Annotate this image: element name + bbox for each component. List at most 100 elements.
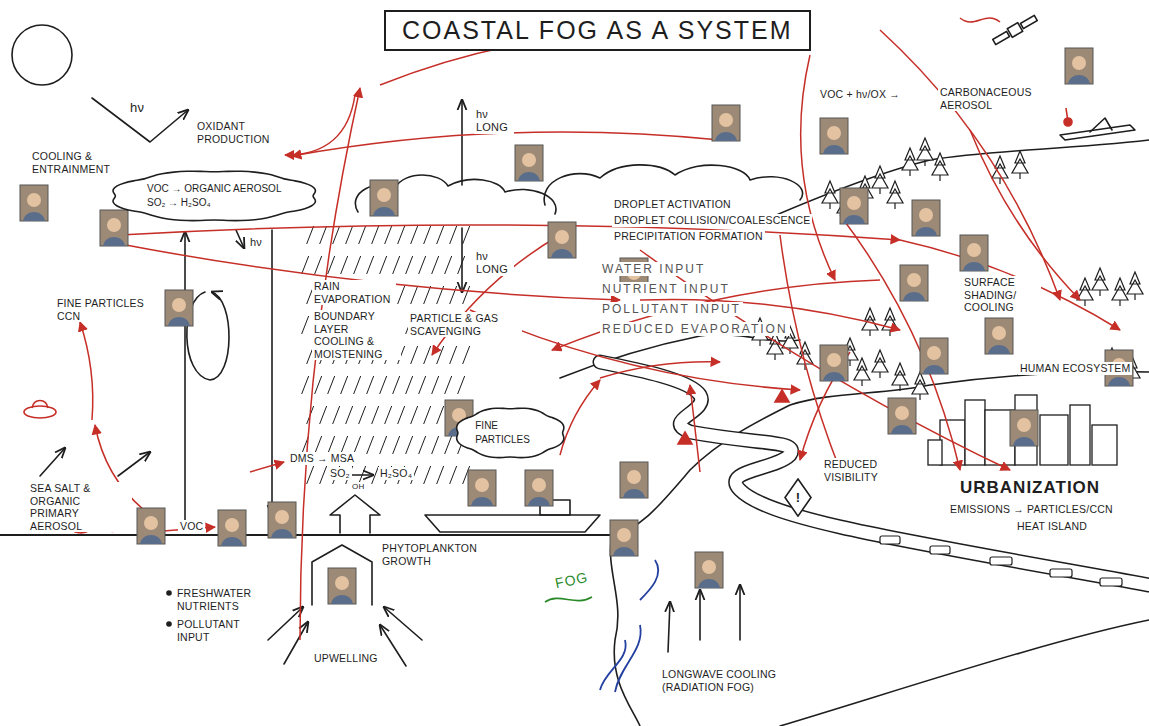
rain-streaks bbox=[333, 406, 340, 424]
satellite bbox=[993, 31, 1010, 44]
portrait-photo bbox=[1013, 437, 1035, 446]
rain-streaks bbox=[341, 376, 348, 394]
sketch-label: HEAT ISLAND bbox=[1015, 520, 1089, 533]
portrait-photo bbox=[165, 290, 193, 326]
rain-streaks bbox=[385, 406, 392, 424]
portrait-photo bbox=[840, 188, 868, 224]
sketch-label: URBANIZATION bbox=[958, 478, 1102, 498]
sketch-label: FRESHWATER NUTRIENTS bbox=[175, 587, 264, 612]
sketch-label: FOG bbox=[552, 568, 592, 592]
tree-symbols bbox=[752, 138, 1143, 400]
portrait-photo bbox=[900, 265, 928, 301]
influence-arrows bbox=[900, 240, 1120, 330]
portrait-photo bbox=[967, 243, 981, 257]
tree-symbols bbox=[882, 308, 898, 336]
influence-arrows bbox=[600, 362, 720, 378]
rain-streaks bbox=[341, 256, 348, 274]
sketch-label: OH bbox=[350, 482, 366, 492]
portrait-photo bbox=[275, 510, 289, 524]
rain-streaks bbox=[302, 376, 309, 394]
node-text-group: VOC → ORGANIC AEROSOLSO₂ → H₂SO₄ bbox=[147, 182, 281, 209]
rain-streaks bbox=[354, 376, 361, 394]
portrait-photo bbox=[919, 208, 933, 222]
water-waves bbox=[600, 560, 658, 692]
sketch-label: PARTICLE & GAS SCAVENGING bbox=[408, 312, 522, 337]
portrait-photo bbox=[923, 365, 945, 374]
title-box: COASTAL FOG AS A SYSTEM bbox=[384, 10, 811, 51]
node-border bbox=[457, 408, 564, 457]
portrait-photo bbox=[168, 317, 190, 326]
portrait-photo bbox=[268, 502, 296, 538]
tree-symbols bbox=[1092, 268, 1108, 296]
ocean-surface bbox=[0, 534, 612, 536]
influence-arrows bbox=[552, 280, 880, 350]
sketch-label: H₂SO₄ bbox=[378, 467, 414, 480]
portrait-photo bbox=[218, 510, 246, 546]
portrait-photo bbox=[985, 318, 1013, 354]
rain-streaks bbox=[463, 226, 470, 244]
red-marks bbox=[24, 406, 56, 418]
rain-streaks bbox=[398, 406, 405, 424]
rain-streaks bbox=[424, 406, 431, 424]
portrait-photo bbox=[900, 265, 928, 301]
rain-streaks bbox=[372, 406, 379, 424]
tree-symbols bbox=[1127, 272, 1143, 300]
tree-symbols bbox=[854, 358, 870, 386]
sketch-label: OXIDANT PRODUCTION bbox=[195, 120, 279, 145]
portrait-photo bbox=[992, 326, 1006, 340]
rain-streaks bbox=[320, 406, 327, 424]
longwave-up-arrow bbox=[668, 602, 670, 652]
longwave-up-arrow bbox=[739, 585, 741, 640]
bullet bbox=[167, 591, 171, 595]
portrait-photo bbox=[960, 235, 988, 271]
portrait-photo bbox=[172, 298, 186, 312]
rain-streaks bbox=[445, 376, 452, 394]
portrait-photo bbox=[702, 560, 716, 574]
sketch-label: PRECIPITATION FORMATION bbox=[612, 230, 765, 243]
upwelling-arrow bbox=[284, 622, 308, 664]
sketch-label: REDUCED EVAPORATION bbox=[600, 322, 790, 336]
rain-streaks bbox=[445, 256, 452, 274]
rain-streaks bbox=[419, 256, 426, 274]
sketch-label: HUMAN ECOSYSTEM bbox=[1018, 362, 1132, 375]
tree-symbols bbox=[902, 148, 918, 176]
portrait-photo bbox=[475, 478, 489, 492]
sketch-label: PHYTOPLANKTON GROWTH bbox=[380, 542, 464, 567]
influence-arrows bbox=[285, 95, 355, 155]
cloud-outline bbox=[452, 405, 569, 461]
sketch-label: VOC + hν/OX → bbox=[818, 88, 902, 101]
rain-streaks bbox=[437, 466, 444, 484]
cloud-node: FINE PARTICLES bbox=[452, 405, 569, 461]
portrait-photo bbox=[620, 462, 648, 498]
portrait-photo bbox=[528, 497, 550, 506]
portrait-photo bbox=[610, 520, 638, 556]
emission-arrow bbox=[118, 452, 150, 476]
portrait-photo bbox=[100, 210, 128, 246]
growth-arrow bbox=[330, 495, 380, 533]
portrait-photo bbox=[827, 353, 841, 367]
portrait-photo bbox=[1108, 377, 1130, 386]
portrait-photo bbox=[613, 547, 635, 556]
sketch-label: BOUNDARY LAYER COOLING & MOISTENING bbox=[312, 310, 401, 360]
portrait-photo bbox=[522, 153, 536, 167]
red-marks bbox=[775, 390, 789, 402]
node-text: FINE PARTICLES bbox=[475, 419, 545, 446]
portrait-photo bbox=[698, 579, 720, 588]
portrait-photo bbox=[532, 478, 546, 492]
influence-arrows bbox=[840, 215, 960, 470]
portrait-photo bbox=[912, 200, 940, 236]
tree-symbols bbox=[1112, 278, 1128, 306]
rain-streaks bbox=[424, 346, 431, 364]
portrait-photos bbox=[20, 48, 1133, 604]
warning-sign: ! bbox=[784, 478, 812, 517]
rain-streaks bbox=[406, 256, 413, 274]
portrait-photo bbox=[903, 292, 925, 301]
cars bbox=[990, 557, 1012, 565]
red-marks bbox=[32, 401, 48, 409]
rain-streaks bbox=[437, 226, 444, 244]
longwave-arrow bbox=[461, 228, 463, 292]
portrait-photo bbox=[912, 200, 940, 236]
node-text: VOC → ORGANIC AEROSOL bbox=[147, 182, 281, 196]
upwelling-arrow bbox=[384, 607, 422, 640]
rain-streaks bbox=[411, 226, 418, 244]
